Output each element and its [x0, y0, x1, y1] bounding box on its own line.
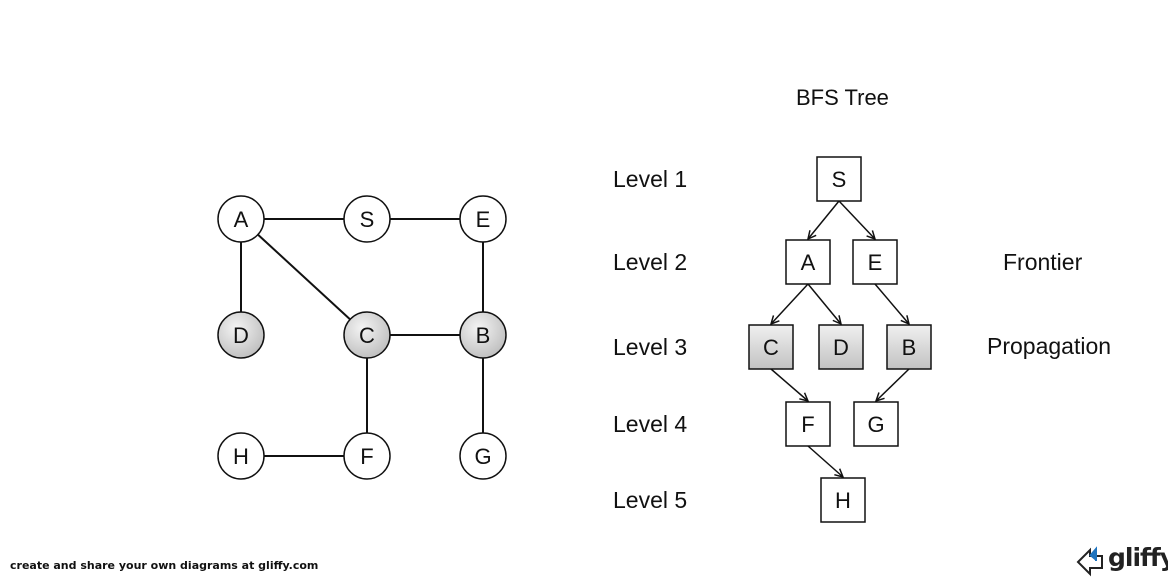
gliffy-footer-text: create and share your own diagrams at gl…: [10, 559, 319, 572]
graph-node-B: B: [459, 311, 507, 359]
graph-node-label: B: [476, 323, 491, 348]
graph-node-label: A: [234, 207, 249, 232]
tree-edges: [770, 200, 910, 477]
tree-edge-S-E: [838, 200, 875, 239]
graph-node-label: F: [360, 444, 373, 469]
tree-edge-F-H: [807, 445, 843, 477]
graph-node-S: S: [343, 195, 391, 243]
tree-node-F: F: [785, 401, 831, 447]
graph-node-F: F: [343, 432, 391, 480]
tree-title: BFS Tree: [796, 85, 889, 110]
tree-node-A: A: [785, 239, 831, 285]
tree-edge-S-A: [808, 200, 840, 239]
tree-edge-C-F: [770, 368, 808, 401]
graph-node-D: D: [217, 311, 265, 359]
tree-node-D: D: [818, 324, 864, 370]
tree-edge-A-C: [771, 283, 809, 324]
tree-node-label: S: [832, 167, 847, 192]
level-1-label: Level 1: [613, 166, 688, 192]
graph-node-label: H: [233, 444, 249, 469]
tree-node-label: C: [763, 335, 779, 360]
level-3-label: Level 3: [613, 334, 688, 360]
tree-node-label: D: [833, 335, 849, 360]
graph-node-label: S: [360, 207, 375, 232]
graph-node-E: E: [459, 195, 507, 243]
tree-edge-E-B: [874, 283, 909, 324]
tree-node-S: S: [816, 156, 862, 202]
graph-node-label: E: [476, 207, 491, 232]
tree-node-E: E: [852, 239, 898, 285]
tree-node-B: B: [886, 324, 932, 370]
level-5-label: Level 5: [613, 487, 688, 513]
graph-edges: [240, 218, 484, 457]
graph-node-C: C: [343, 311, 391, 359]
level-4-label: Level 4: [613, 411, 688, 437]
tree-node-label: F: [801, 412, 814, 437]
propagation-label: Propagation: [987, 333, 1112, 359]
tree-edge-B-G: [876, 368, 910, 401]
graph-node-G: G: [459, 432, 507, 480]
tree-node-label: E: [868, 250, 883, 275]
tree-node-label: B: [902, 335, 917, 360]
graph-edge-A-C: [257, 233, 351, 321]
tree-node-H: H: [820, 477, 866, 523]
tree-nodes: S A E C D B F G H: [748, 156, 932, 523]
frontier-label: Frontier: [1003, 249, 1083, 275]
graph-node-label: C: [359, 323, 375, 348]
tree-node-label: G: [867, 412, 884, 437]
gliffy-logo-text: gliffy: [1108, 543, 1168, 572]
graph-node-label: D: [233, 323, 249, 348]
graph-node-A: A: [217, 195, 265, 243]
graph-nodes: A S E D C B H F G: [217, 195, 507, 480]
level-2-label: Level 2: [613, 249, 688, 275]
tree-node-C: C: [748, 324, 794, 370]
tree-node-label: A: [801, 250, 816, 275]
graph-node-H: H: [217, 432, 265, 480]
tree-node-label: H: [835, 488, 851, 513]
tree-edge-A-D: [807, 283, 841, 324]
graph-node-label: G: [474, 444, 491, 469]
tree-node-G: G: [853, 401, 899, 447]
gliffy-logo-icon: [1076, 546, 1103, 577]
